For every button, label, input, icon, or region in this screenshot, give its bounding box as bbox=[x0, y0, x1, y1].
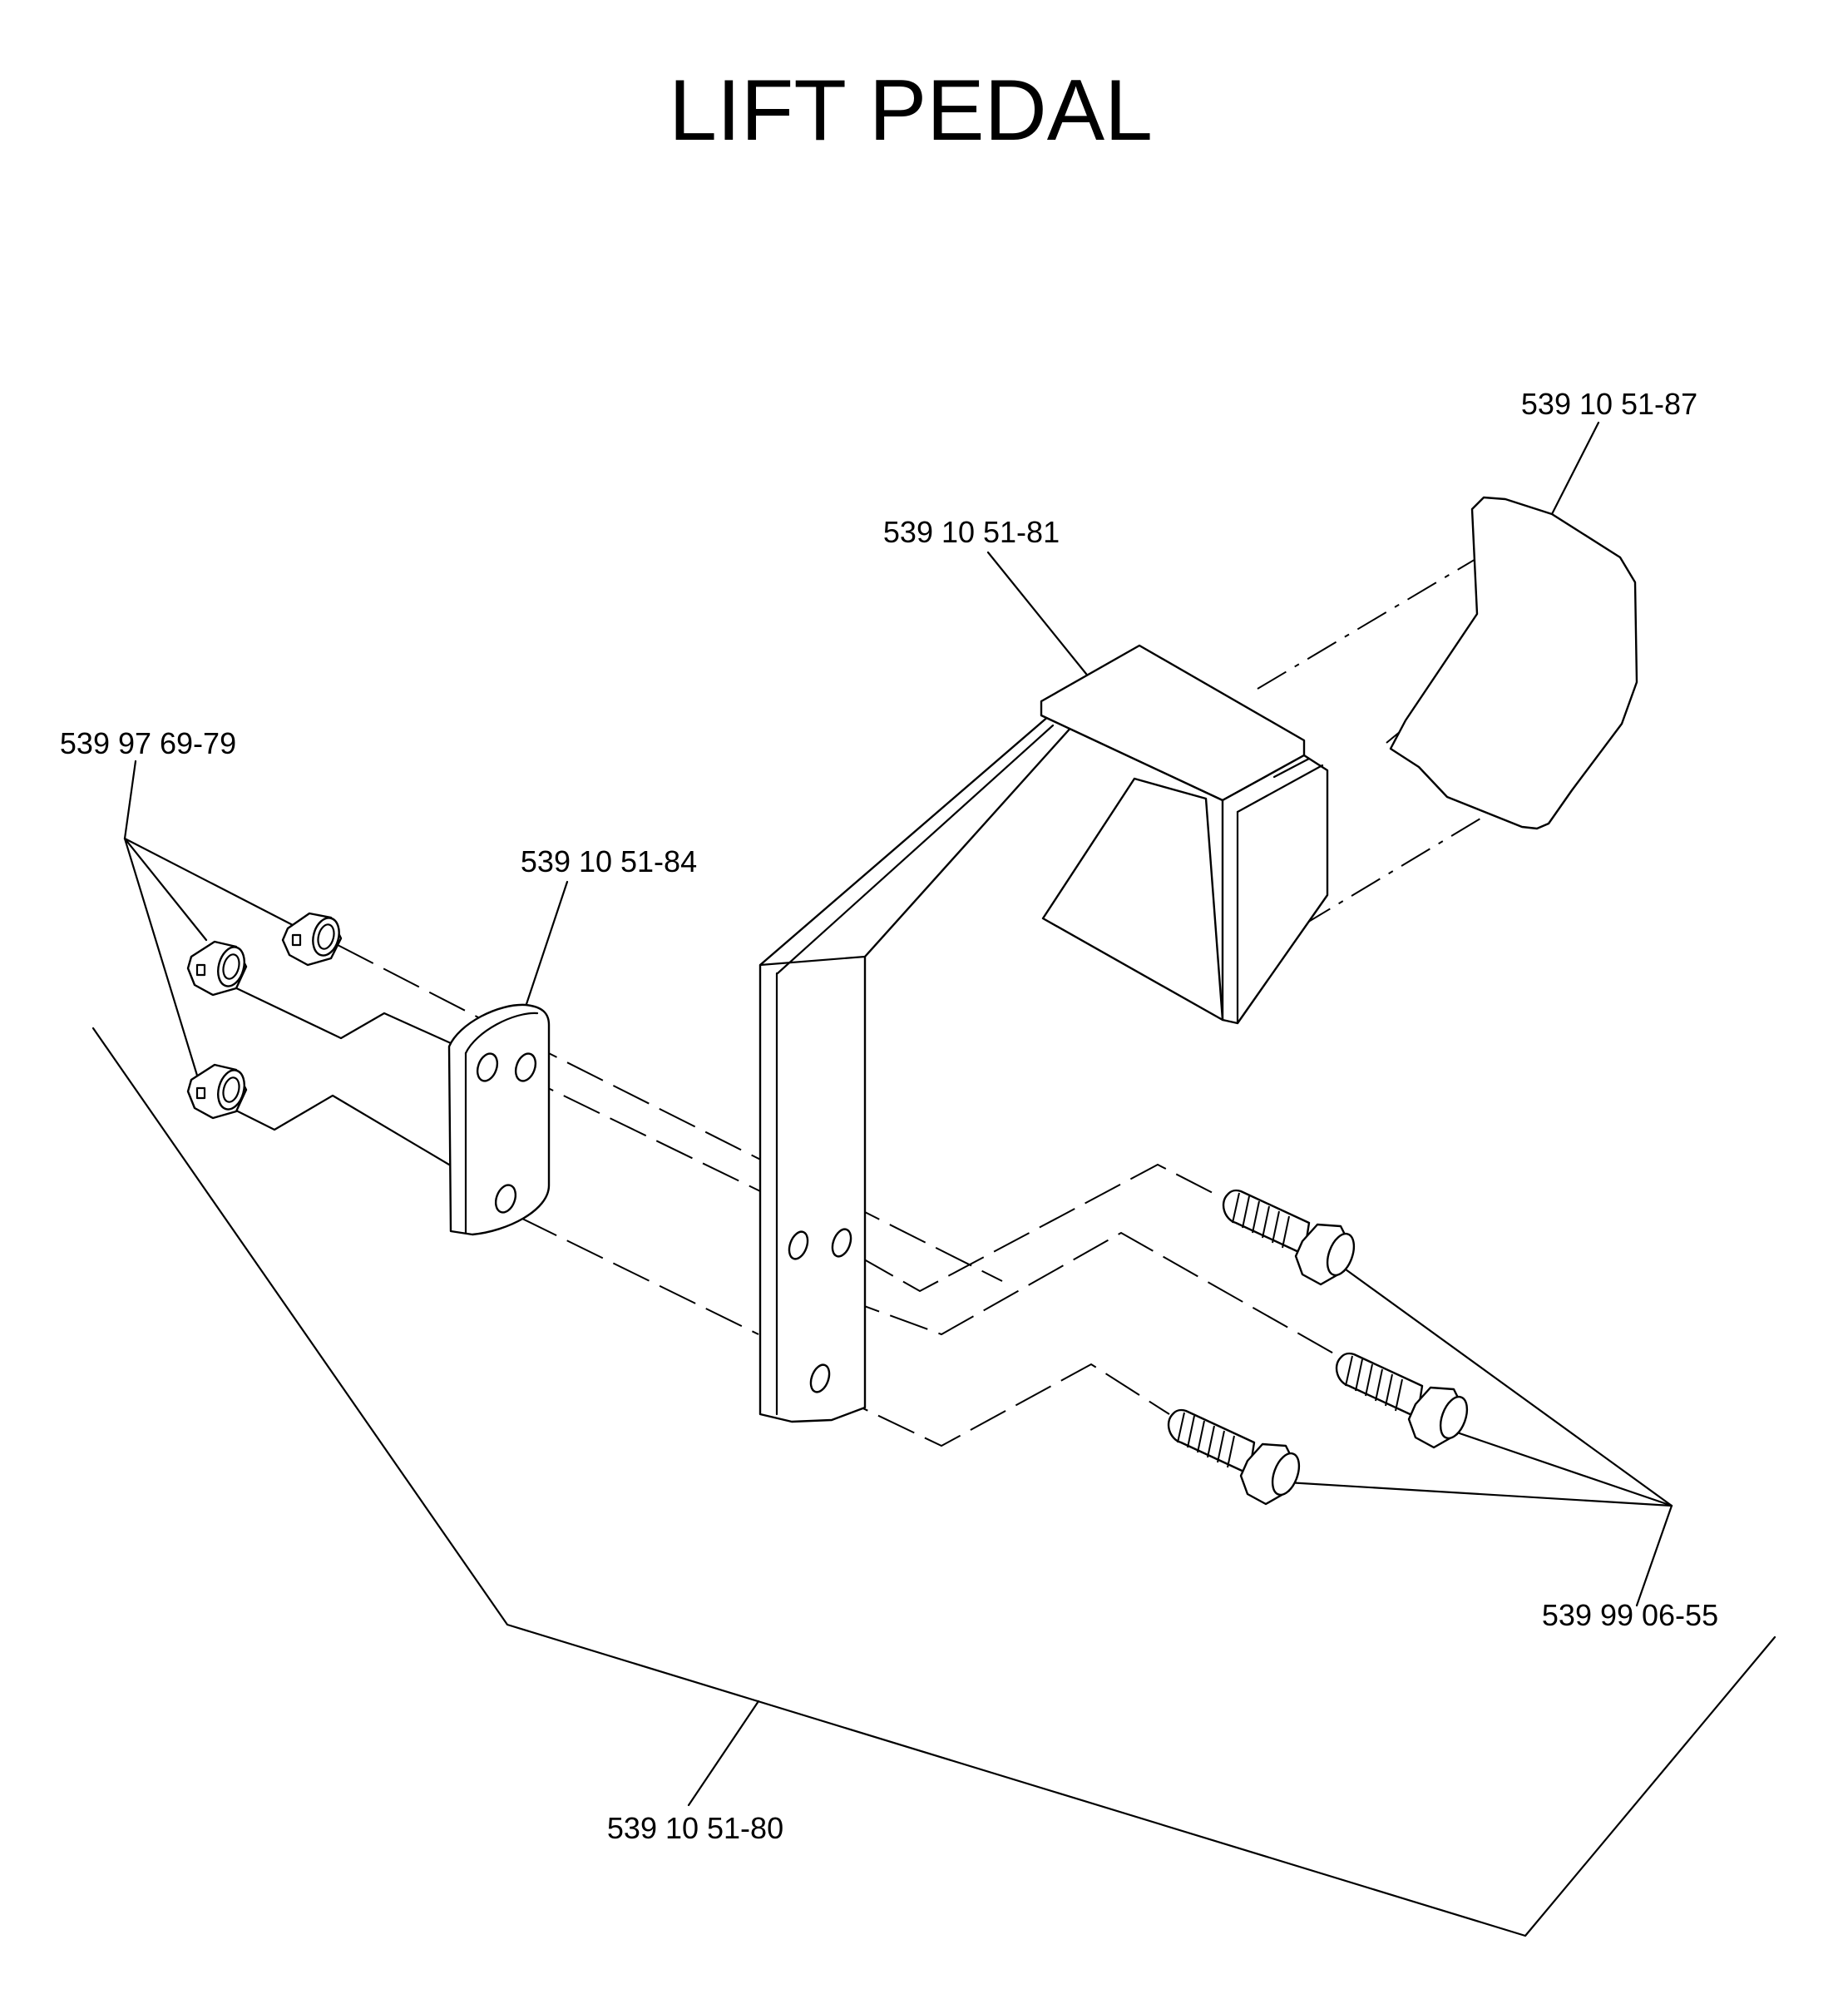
assembly-lines bbox=[223, 542, 1563, 1447]
hex-bolt-lower bbox=[1167, 1408, 1301, 1506]
leader-lines bbox=[91, 421, 1776, 1937]
leader-backing-plate bbox=[524, 880, 569, 1008]
pedal-pad bbox=[1389, 496, 1638, 830]
label-pedal-bracket: 539 10 51-81 bbox=[883, 515, 1060, 549]
lock-nut-upper bbox=[281, 912, 343, 967]
backing-plate bbox=[447, 1003, 551, 1236]
leader-pedal-bracket bbox=[986, 551, 1091, 680]
label-pedal-pad: 539 10 51-87 bbox=[1521, 387, 1697, 421]
leader-hex-bolts bbox=[1286, 1268, 1673, 1607]
leader-pedal-pad bbox=[1550, 421, 1600, 516]
leader-lift-pedal-assembly bbox=[91, 1027, 1776, 1937]
lock-nut-middle bbox=[186, 940, 248, 997]
lock-nut-lower bbox=[186, 1063, 248, 1120]
label-hex-bolts: 539 99 06-55 bbox=[1542, 1598, 1718, 1632]
diagram-title: LIFT PEDAL bbox=[669, 62, 1153, 159]
leader-lock-nuts bbox=[123, 760, 294, 1080]
hex-bolt-upper bbox=[1222, 1189, 1356, 1286]
pedal-bracket bbox=[758, 644, 1329, 1423]
label-lock-nuts: 539 97 69-79 bbox=[60, 726, 236, 760]
label-backing-plate: 539 10 51-84 bbox=[521, 844, 697, 878]
label-lift-pedal-assembly: 539 10 51-80 bbox=[607, 1811, 783, 1845]
hex-bolt-middle bbox=[1335, 1352, 1469, 1449]
